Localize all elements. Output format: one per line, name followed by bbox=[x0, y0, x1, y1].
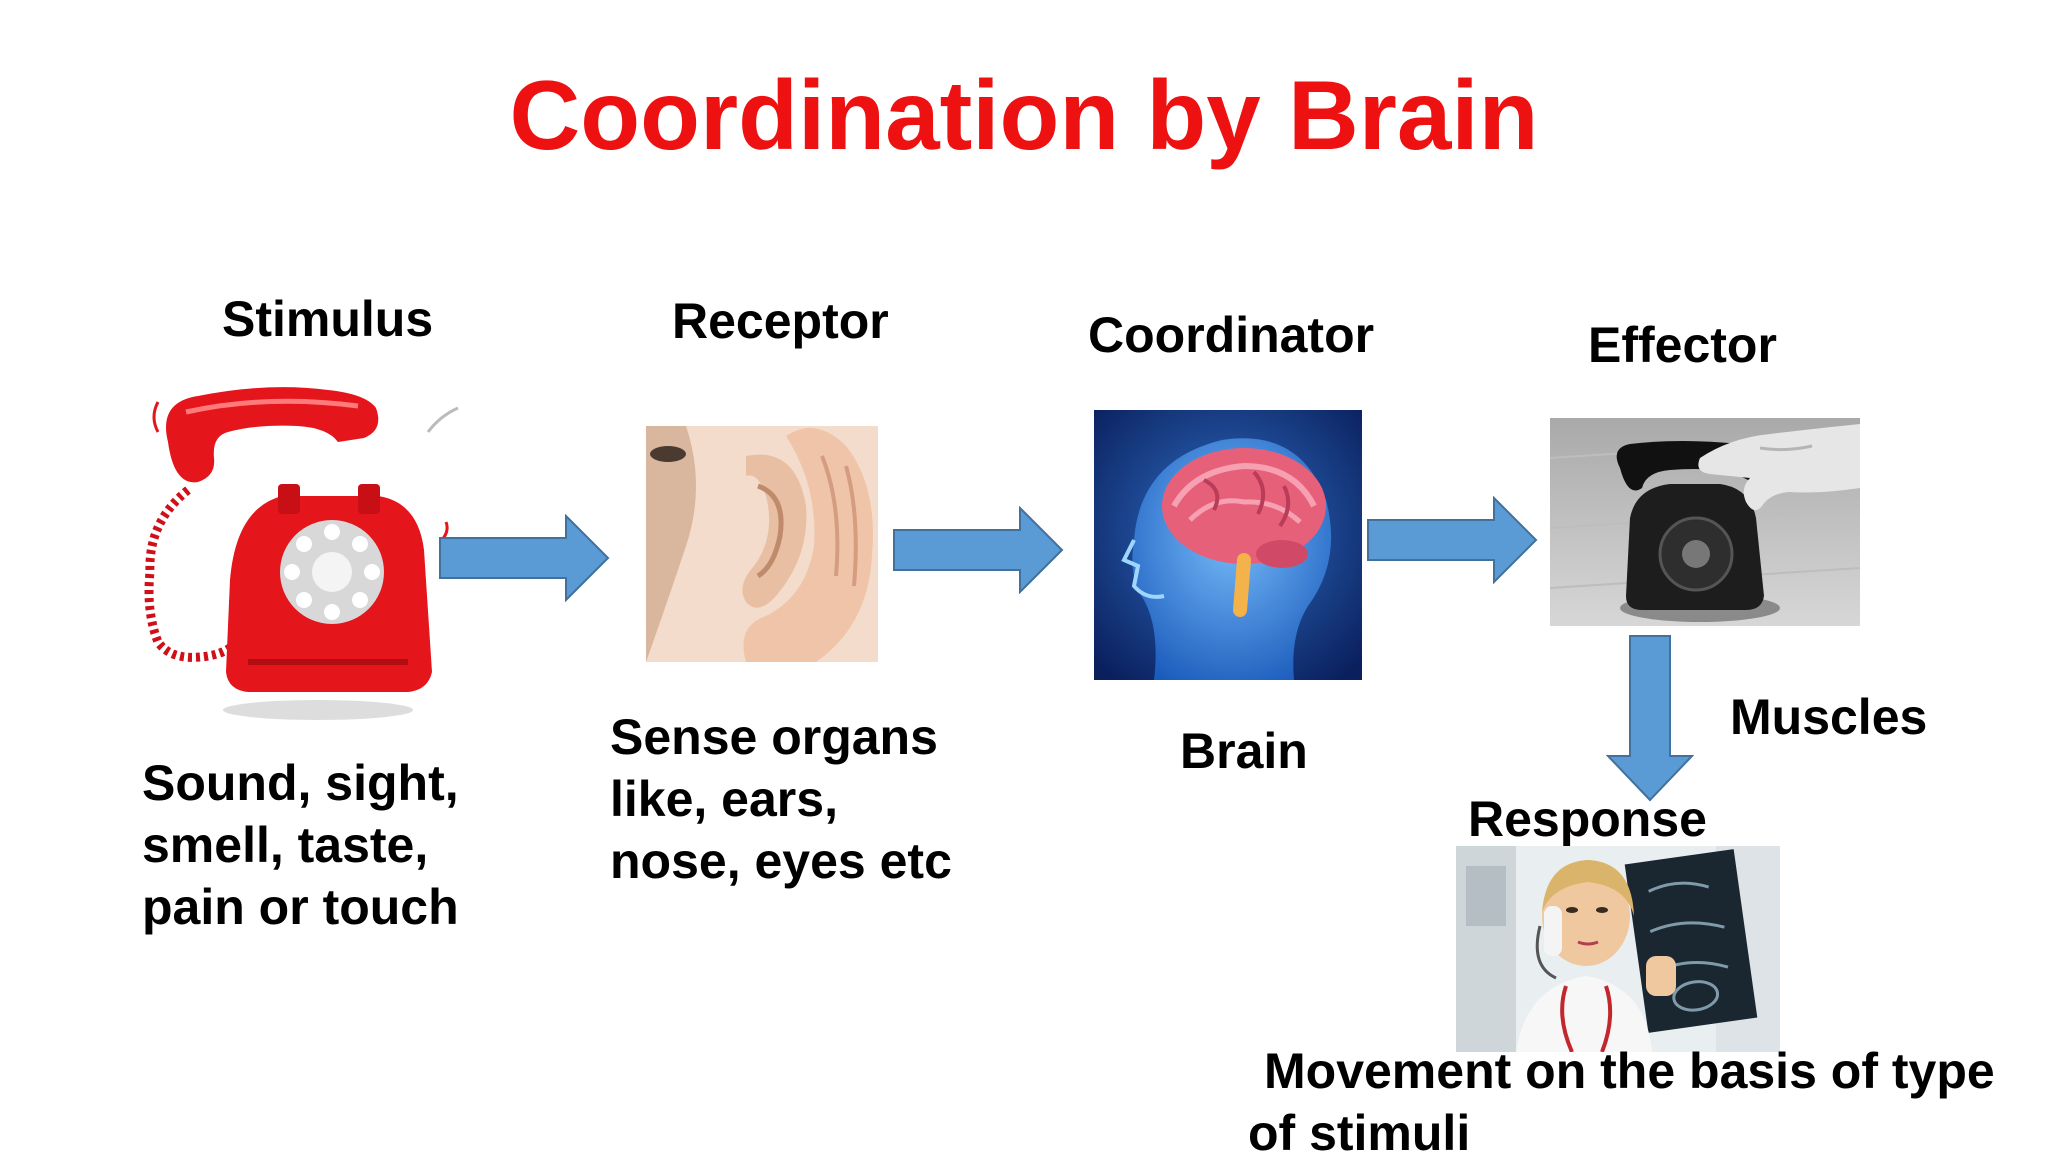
coordinator-label: Coordinator bbox=[1088, 307, 1375, 363]
arrow-right-icon bbox=[1366, 496, 1538, 584]
caption-line: Movement on the basis of type bbox=[1264, 1043, 1995, 1099]
arrow-down-icon bbox=[1606, 634, 1694, 802]
effector-caption: Muscles bbox=[1730, 689, 1928, 745]
stimulus-caption: Sound, sight, smell, taste, pain or touc… bbox=[142, 752, 459, 938]
brain-icon bbox=[1094, 410, 1362, 680]
doctor-on-phone-icon bbox=[1456, 846, 1780, 1052]
caption-line: like, ears, bbox=[610, 771, 838, 827]
caption-line: nose, eyes etc bbox=[610, 833, 952, 889]
receptor-caption: Sense organs like, ears, nose, eyes etc bbox=[610, 706, 952, 892]
arrow-right-icon bbox=[438, 514, 610, 602]
arrow-right-icon bbox=[892, 506, 1064, 594]
response-label: Response bbox=[1468, 791, 1707, 847]
response-caption: Movement on the basis of type of stimuli bbox=[1248, 1040, 2028, 1164]
coordinator-caption: Brain bbox=[1180, 723, 1308, 779]
caption-line: Sound, sight, bbox=[142, 755, 459, 811]
caption-line: of stimuli bbox=[1248, 1105, 1471, 1161]
red-telephone-icon bbox=[128, 372, 468, 720]
hand-on-phone-icon bbox=[1550, 418, 1860, 626]
receptor-label: Receptor bbox=[672, 293, 889, 349]
caption-line: Sense organs bbox=[610, 709, 938, 765]
page-title: Coordination by Brain bbox=[509, 60, 1539, 170]
stimulus-label: Stimulus bbox=[222, 291, 434, 347]
caption-line: smell, taste, bbox=[142, 817, 429, 873]
effector-label: Effector bbox=[1588, 317, 1777, 373]
ear-listening-icon bbox=[646, 426, 878, 662]
caption-line: pain or touch bbox=[142, 879, 459, 935]
